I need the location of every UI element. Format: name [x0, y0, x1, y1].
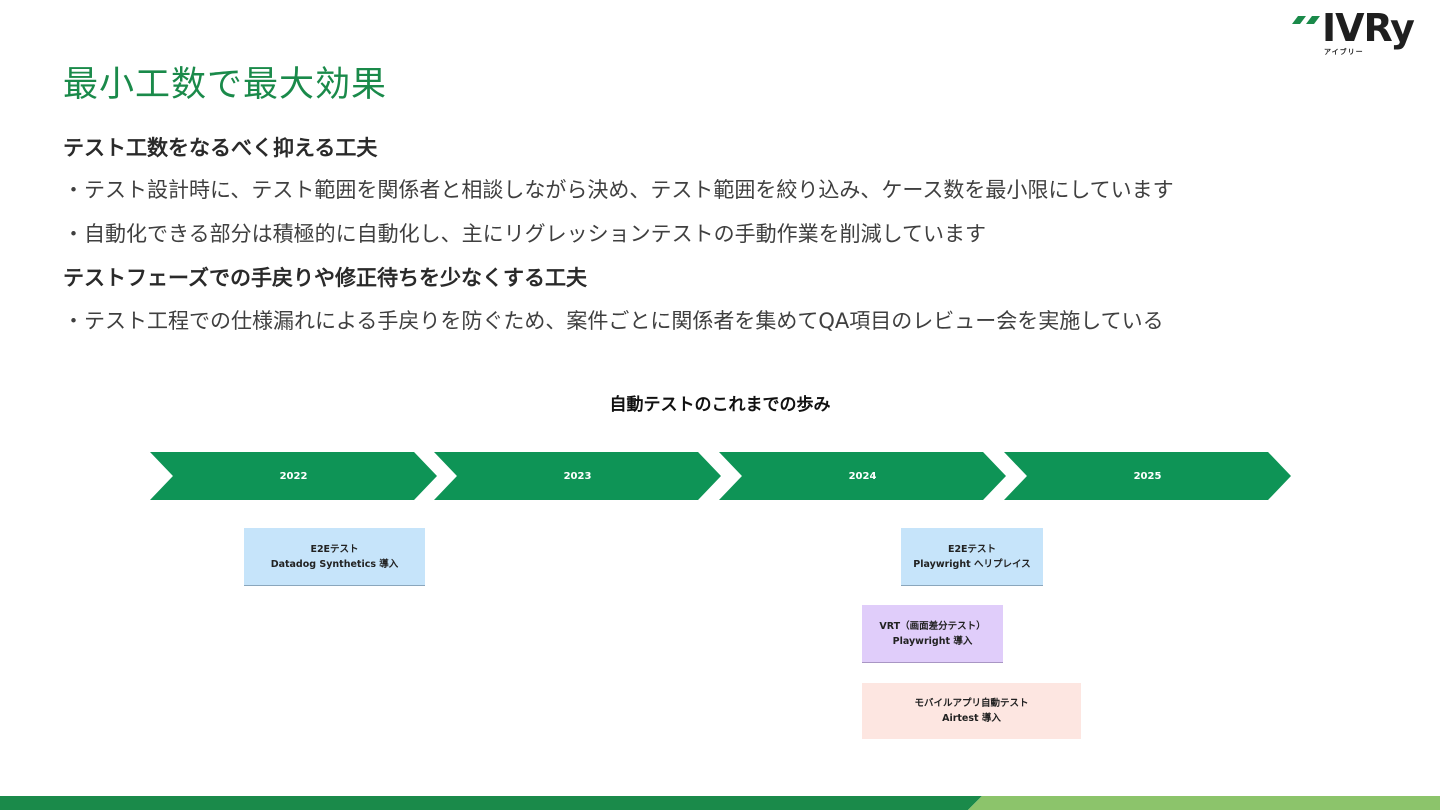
card-line-1: VRT（画面差分テスト） — [879, 620, 986, 632]
logo-wordmark: IVRy — [1322, 6, 1415, 50]
timeline-year-2025: 2025 — [1004, 452, 1291, 500]
card-line-2: Datadog Synthetics 導入 — [270, 558, 399, 570]
logo-stripes-icon — [1292, 16, 1320, 24]
brand-logo: IVRy アイブリー — [1292, 6, 1416, 58]
section-heading-test-effort: テスト工数をなるべく抑える工夫 — [63, 136, 378, 160]
section-heading-rework: テストフェーズでの手戻りや修正待ちを少なくする工夫 — [63, 266, 587, 290]
timeline-card-playwright-replace: E2Eテスト Playwright へリプレイス — [901, 528, 1043, 586]
bullet-review-meeting: ・テスト工程での仕様漏れによる手戻りを防ぐため、案件ごとに関係者を集めてQA項目… — [63, 309, 1164, 333]
timeline-card-datadog: E2Eテスト Datadog Synthetics 導入 — [244, 528, 425, 586]
card-line-2: Airtest 導入 — [942, 713, 1001, 724]
timeline-year-2022: 2022 — [150, 452, 437, 500]
card-line-1: E2Eテスト — [947, 543, 997, 555]
timeline-year-2023: 2023 — [434, 452, 721, 500]
footer-accent-bar — [0, 796, 1440, 810]
slide-title: 最小工数で最大効果 — [63, 65, 388, 105]
card-line-2: Playwright 導入 — [892, 635, 973, 647]
timeline-card-airtest: モバイルアプリ自動テスト Airtest 導入 — [862, 683, 1081, 739]
logo-kana: アイブリー — [1324, 48, 1364, 56]
timeline-year-2024: 2024 — [719, 452, 1006, 500]
bullet-test-design: ・テスト設計時に、テスト範囲を関係者と相談しながら決め、テスト範囲を絞り込み、ケ… — [63, 178, 1174, 202]
bullet-automation: ・自動化できる部分は積極的に自動化し、主にリグレッションテストの手動作業を削減し… — [63, 222, 986, 246]
card-line-2: Playwright へリプレイス — [913, 558, 1031, 570]
card-line-1: モバイルアプリ自動テスト — [914, 698, 1029, 709]
card-line-1: E2Eテスト — [310, 543, 359, 555]
timeline-card-vrt: VRT（画面差分テスト） Playwright 導入 — [862, 605, 1003, 663]
timeline-title: 自動テストのこれまでの歩み — [609, 395, 831, 415]
